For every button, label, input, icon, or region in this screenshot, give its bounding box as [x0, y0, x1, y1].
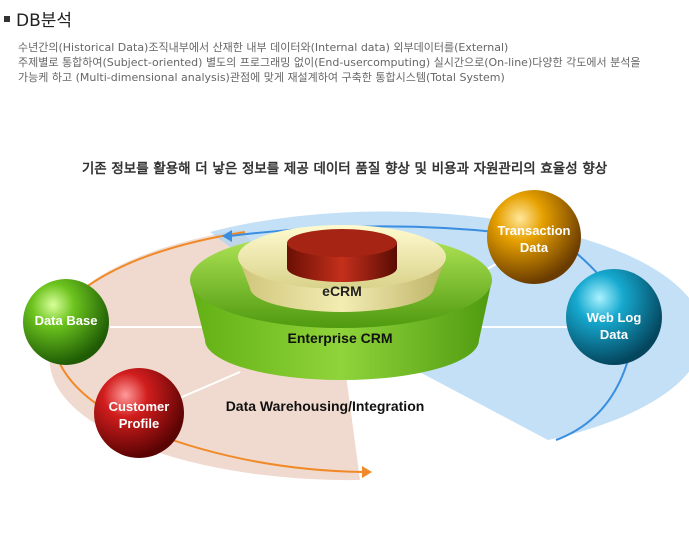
- description-line-3: 가능케 하고 (Multi-dimensional analysis)관점에 맞…: [18, 71, 505, 84]
- headline: 기존 정보를 활용해 더 낳은 정보를 제공 데이터 품질 향상 및 비용과 자…: [81, 161, 608, 177]
- transaction-data-label: Transaction Data: [487, 222, 581, 256]
- web-log-data-sphere: [566, 269, 662, 365]
- description: 수년간의(Historical Data)조직내부에서 산재한 내부 데이터와(…: [18, 40, 686, 85]
- data-warehousing-label: Data Warehousing/Integration: [225, 398, 425, 414]
- customer-profile-sphere: [94, 368, 184, 458]
- title-bullet-icon: [4, 15, 10, 22]
- core-cylinder-top: [287, 229, 397, 257]
- ecrm-label: eCRM: [322, 283, 362, 299]
- page-title: DB분석: [4, 6, 72, 31]
- web-log-data-label: Web Log Data: [566, 309, 662, 343]
- transaction-data-sphere: [487, 190, 581, 284]
- description-line-1: 수년간의(Historical Data)조직내부에서 산재한 내부 데이터와(…: [18, 41, 509, 54]
- customer-profile-label-text: Customer Profile: [108, 399, 170, 431]
- customer-profile-label: Customer Profile: [94, 398, 184, 432]
- database-label: Data Base: [34, 313, 98, 328]
- description-line-2: 주제별로 통합하여(Subject-oriented) 별도의 프로그래밍 없이…: [18, 56, 641, 69]
- left-orbit-arrow: [50, 231, 363, 473]
- page-title-text: DB분석: [16, 11, 73, 31]
- web-log-data-label-text: Web Log Data: [586, 310, 642, 342]
- right-arrow-head-icon: [222, 230, 232, 242]
- connector-customer: [174, 371, 241, 401]
- enterprise-crm-label: Enterprise CRM: [287, 330, 393, 346]
- transaction-data-label-text: Transaction Data: [497, 223, 571, 255]
- database-sphere: [23, 279, 109, 365]
- left-arrow-head-icon: [362, 466, 372, 478]
